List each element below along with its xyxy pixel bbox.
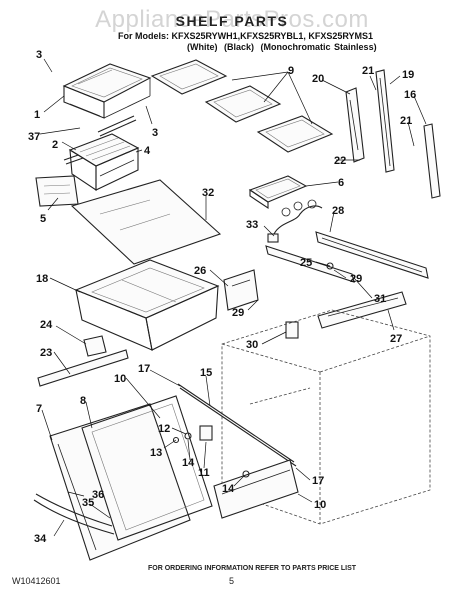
variant-stainless: (Monochromatic Stainless) [260, 42, 377, 52]
part-9-shelf-c[interactable] [256, 115, 334, 153]
models-line: For Models: KFXS25RYWH1,KFXS25RYBL1, KFX… [118, 31, 374, 41]
callout-5: 5 [40, 213, 46, 225]
callout-21a: 21 [362, 65, 374, 77]
part-33-wire-harness[interactable] [267, 199, 323, 243]
leader-lines [39, 58, 427, 537]
part-9-shelf-b[interactable] [204, 85, 282, 123]
part-14-screw-a[interactable] [184, 432, 192, 440]
callout-31: 31 [374, 293, 386, 305]
ordering-note: FOR ORDERING INFORMATION REFER TO PARTS … [148, 565, 357, 572]
callout-2: 2 [52, 139, 58, 151]
part-28-cross-rail[interactable] [315, 231, 429, 279]
callout-26: 26 [194, 265, 206, 277]
callout-17a: 17 [138, 363, 150, 375]
callout-3a: 3 [36, 49, 42, 61]
callout-22: 22 [334, 155, 346, 167]
part-31-slide-rail[interactable] [265, 245, 355, 283]
part-20-bracket[interactable] [345, 87, 365, 163]
callout-15: 15 [200, 367, 212, 379]
part-9-shelf-a[interactable] [150, 59, 228, 95]
page-number: 5 [229, 576, 235, 586]
part-8-door-gasket[interactable] [81, 395, 213, 541]
part-25-screw[interactable] [326, 262, 334, 270]
part-1-shelf[interactable] [62, 63, 152, 119]
variant-black: (Black) [224, 42, 255, 52]
part-14-screw-b[interactable] [242, 470, 250, 478]
callout-28: 28 [332, 205, 344, 217]
part-16-rail[interactable] [423, 123, 441, 199]
callout-3b: 3 [152, 127, 158, 139]
callout-4: 4 [144, 145, 151, 157]
callout-25: 25 [300, 257, 312, 269]
part-12-screw[interactable] [172, 436, 180, 444]
part-26-bracket[interactable] [223, 269, 259, 311]
callout-37: 37 [28, 131, 40, 143]
callout-20: 20 [312, 73, 324, 85]
callout-12: 12 [158, 423, 170, 435]
callout-11: 11 [198, 467, 210, 479]
callout-18: 18 [36, 273, 48, 285]
part-34-handle[interactable] [33, 493, 115, 535]
callout-17b: 17 [312, 475, 324, 487]
callout-19: 19 [402, 69, 414, 81]
part-23-handle-trim[interactable] [37, 349, 129, 387]
part-4-tray[interactable] [68, 133, 140, 192]
part-27-slide-rail[interactable] [317, 291, 407, 329]
variant-white: (White) [187, 42, 218, 52]
callout-27: 27 [390, 333, 402, 345]
callout-9: 9 [288, 65, 294, 77]
part-15-rod[interactable] [177, 383, 297, 467]
callout-7: 7 [36, 403, 42, 415]
callout-34: 34 [34, 533, 47, 545]
part-7-drawer-door[interactable] [49, 403, 191, 561]
callout-8: 8 [80, 395, 86, 407]
part-19-rail[interactable] [375, 69, 395, 173]
callout-32: 32 [202, 187, 214, 199]
callout-labels: 3 1 37 2 3 4 5 9 20 21 19 16 21 22 6 32 … [28, 49, 416, 545]
callout-30: 30 [246, 339, 258, 351]
model-variants: (White) (Black) (Monochromatic Stainless… [187, 42, 380, 52]
part-32-glass-panel[interactable] [70, 179, 222, 265]
callout-21b: 21 [400, 115, 412, 127]
part-24-divider[interactable] [83, 335, 107, 357]
callout-14b: 14 [222, 483, 235, 495]
callout-35: 35 [82, 497, 94, 509]
page-title: SHELF PARTS [175, 13, 289, 29]
part-6-shelf[interactable] [248, 175, 308, 210]
callout-29a: 29 [350, 273, 362, 285]
callout-36: 36 [92, 489, 104, 501]
callout-14a: 14 [182, 457, 195, 469]
callout-13: 13 [150, 447, 162, 459]
callout-29b: 29 [232, 307, 244, 319]
callout-24: 24 [40, 319, 53, 331]
callout-6: 6 [338, 177, 344, 189]
part-5-bin-front[interactable] [35, 175, 79, 207]
cabinet-outline [221, 309, 431, 525]
callout-10a: 10 [114, 373, 126, 385]
part-18-drawer-bin[interactable] [74, 259, 220, 351]
callout-33: 33 [246, 219, 258, 231]
callout-1: 1 [34, 109, 40, 121]
part-30-clip[interactable] [285, 321, 299, 339]
callout-23: 23 [40, 347, 52, 359]
callout-10b: 10 [314, 499, 326, 511]
watermark: AppliancePartsPros.com [95, 6, 369, 33]
callout-16: 16 [404, 89, 416, 101]
part-10-rail[interactable] [213, 459, 299, 519]
part-11-bracket[interactable] [199, 425, 213, 441]
document-id: W10412601 [12, 576, 61, 586]
